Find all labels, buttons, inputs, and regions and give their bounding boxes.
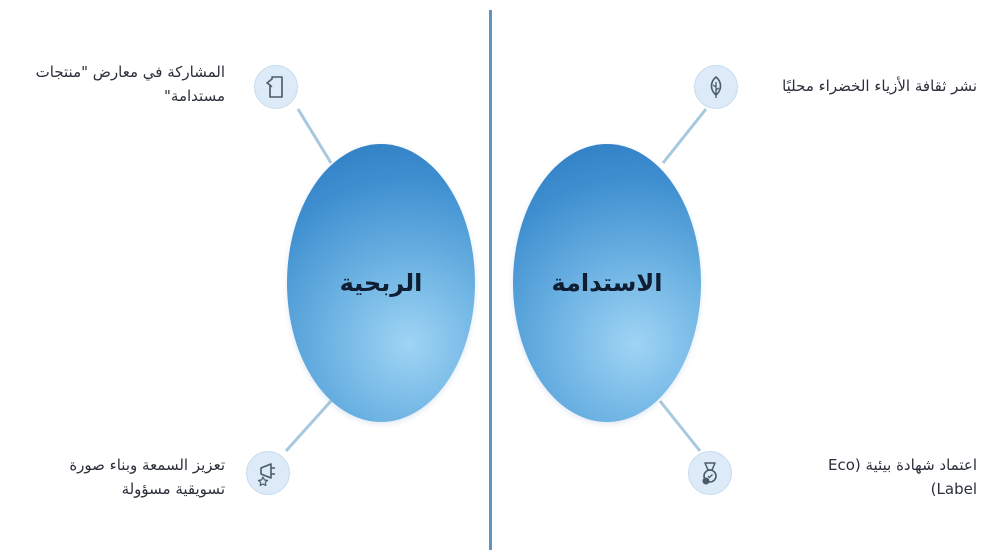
label-left-top: المشاركة في معارض "منتجات مستدامة" bbox=[5, 60, 225, 108]
hub-sustainability-label: الاستدامة bbox=[551, 269, 663, 297]
node-right-bottom bbox=[688, 451, 732, 495]
hub-sustainability: الاستدامة bbox=[513, 144, 701, 422]
label-right-top-line1: نشر ثقافة الأزياء الخضراء محليًا bbox=[782, 77, 977, 95]
label-left-bottom-line2: تسويقية مسؤولة bbox=[121, 480, 225, 498]
node-left-top bbox=[254, 65, 298, 109]
connector-left-top bbox=[296, 108, 333, 164]
label-right-bottom: اعتماد شهادة بيئية (Eco Label) bbox=[745, 453, 977, 501]
connector-right-bottom bbox=[658, 400, 702, 452]
label-right-bottom-line2: Label) bbox=[930, 480, 977, 498]
hub-profitability-label: الربحية bbox=[339, 269, 423, 297]
label-left-top-line2: مستدامة" bbox=[164, 87, 225, 105]
medal-icon bbox=[702, 462, 717, 485]
node-right-top bbox=[694, 65, 738, 109]
label-left-bottom-line1: تعزيز السمعة وبناء صورة bbox=[69, 456, 225, 474]
connector-left-bottom bbox=[284, 399, 333, 453]
document-icon bbox=[266, 76, 283, 98]
label-left-bottom: تعزيز السمعة وبناء صورة تسويقية مسؤولة bbox=[5, 453, 225, 501]
connector-right-top bbox=[661, 108, 708, 164]
label-right-top: نشر ثقافة الأزياء الخضراء محليًا bbox=[745, 74, 977, 98]
label-right-bottom-line1: اعتماد شهادة بيئية (Eco bbox=[827, 456, 977, 474]
megaphone-icon bbox=[257, 463, 275, 486]
hub-profitability: الربحية bbox=[287, 144, 475, 422]
leaf-icon bbox=[710, 75, 722, 98]
center-divider bbox=[489, 10, 492, 550]
label-left-top-line1: المشاركة في معارض "منتجات bbox=[35, 63, 225, 81]
node-left-bottom bbox=[246, 451, 290, 495]
